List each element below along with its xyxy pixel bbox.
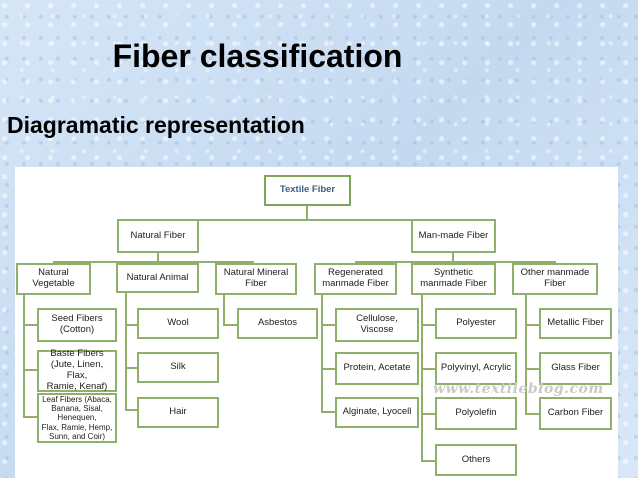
- polyester-node: Polyester: [435, 308, 517, 339]
- connector: [125, 367, 137, 369]
- natural-vegetable-node: Natural Vegetable: [16, 263, 91, 295]
- cellulose-viscose-node: Cellulose, Viscose: [335, 308, 419, 342]
- connector: [421, 295, 423, 461]
- alginate-lyocell-node: Alginate, Lyocell: [335, 397, 419, 428]
- metallic-fiber-node: Metallic Fiber: [539, 308, 612, 339]
- connector: [23, 295, 25, 417]
- protein-acetate-node: Protein, Acetate: [335, 352, 419, 385]
- other-manmade-fiber-node: Other manmade Fiber: [512, 263, 598, 295]
- connector: [306, 206, 308, 220]
- natural-animal-node: Natural Animal: [116, 263, 199, 293]
- baste-fibers-node: Baste Fibers (Jute, Linen, Flax, Ramie, …: [37, 348, 117, 392]
- connector: [125, 409, 137, 411]
- textile-fiber-node: Textile Fiber: [264, 175, 351, 206]
- connector: [321, 368, 335, 370]
- connector: [321, 324, 335, 326]
- connector: [525, 413, 539, 415]
- leaf-fibers-node: Leaf Fibers (Abaca, Banana, Sisal, Heneq…: [37, 393, 117, 443]
- connector: [223, 324, 237, 326]
- connector: [157, 253, 159, 262]
- glass-fiber-node: Glass Fiber: [539, 352, 612, 385]
- connector: [53, 261, 253, 263]
- connector: [525, 295, 527, 414]
- connector: [525, 368, 539, 370]
- connector: [421, 368, 435, 370]
- connector: [421, 413, 435, 415]
- asbestos-node: Asbestos: [237, 308, 318, 339]
- connector: [421, 324, 435, 326]
- connector: [223, 295, 225, 326]
- silk-node: Silk: [137, 352, 219, 383]
- manmade-fiber-node: Man-made Fiber: [411, 219, 496, 253]
- polyolefin-node: Polyolefin: [435, 397, 517, 430]
- connector: [125, 293, 127, 410]
- synthetic-manmade-fiber-node: Synthetic manmade Fiber: [411, 263, 496, 295]
- connector: [321, 295, 323, 412]
- seed-fibers-node: Seed Fibers (Cotton): [37, 308, 117, 342]
- connector: [157, 219, 453, 221]
- connector: [355, 261, 555, 263]
- polyvinyl-acrylic-node: Polyvinyl, Acrylic: [435, 352, 517, 385]
- hair-node: Hair: [137, 397, 219, 428]
- slide-title: Fiber classification: [112, 38, 403, 74]
- regenerated-manmade-fiber-node: Regenerated manmade Fiber: [314, 263, 397, 295]
- connector: [125, 324, 137, 326]
- watermark-text: www.textileblog.com: [433, 381, 604, 397]
- others-node: Others: [435, 444, 517, 476]
- connector: [23, 324, 37, 326]
- natural-mineral-fiber-node: Natural Mineral Fiber: [215, 263, 297, 295]
- connector: [23, 369, 37, 371]
- connector: [452, 253, 454, 262]
- carbon-fiber-node: Carbon Fiber: [539, 397, 612, 430]
- wool-node: Wool: [137, 308, 219, 339]
- connector: [23, 416, 37, 418]
- connector: [421, 460, 435, 462]
- fiber-classification-diagram: Textile Fiber Natural Fiber Man-made Fib…: [15, 167, 618, 478]
- slide-subtitle: Diagramatic representation: [7, 112, 305, 138]
- connector: [525, 324, 539, 326]
- connector: [321, 411, 335, 413]
- natural-fiber-node: Natural Fiber: [117, 219, 199, 253]
